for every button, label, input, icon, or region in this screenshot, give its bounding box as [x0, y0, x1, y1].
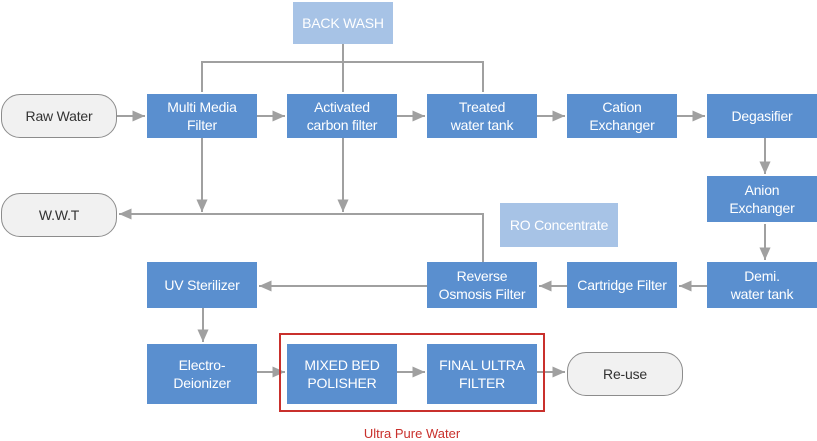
degasifier-box: Degasifier: [707, 94, 817, 138]
multi-media-filter-box: Multi Media Filter: [147, 94, 257, 138]
demi-water-tank-box: Demi. water tank: [707, 262, 817, 308]
electro-deionizer-box: Electro- Deionizer: [147, 344, 257, 404]
re-use-terminal: Re-use: [567, 352, 683, 396]
final-ultra-filter-box: FINAL ULTRA FILTER: [427, 344, 537, 404]
mixed-bed-polisher-box: MIXED BED POLISHER: [287, 344, 397, 404]
uv-sterilizer-box: UV Sterilizer: [147, 262, 257, 308]
activated-carbon-filter-box: Activated carbon filter: [287, 94, 397, 138]
wwt-terminal: W.W.T: [1, 193, 117, 237]
cation-exchanger-box: Cation Exchanger: [567, 94, 677, 138]
ultra-pure-water-label: Ultra Pure Water: [363, 426, 461, 441]
ro-concentrate-line: [119, 208, 484, 262]
cartridge-filter-box: Cartridge Filter: [567, 262, 677, 308]
ro-concentrate-label: RO Concentrate: [500, 203, 618, 247]
ultra-pure-water-group: [279, 333, 545, 412]
raw-water-terminal: Raw Water: [1, 94, 117, 138]
anion-exchanger-box: Anion Exchanger: [707, 176, 817, 222]
reverse-osmosis-filter-box: Reverse Osmosis Filter: [427, 262, 537, 308]
back-wash-label: BACK WASH: [293, 2, 393, 44]
treated-water-tank-box: Treated water tank: [427, 94, 537, 138]
